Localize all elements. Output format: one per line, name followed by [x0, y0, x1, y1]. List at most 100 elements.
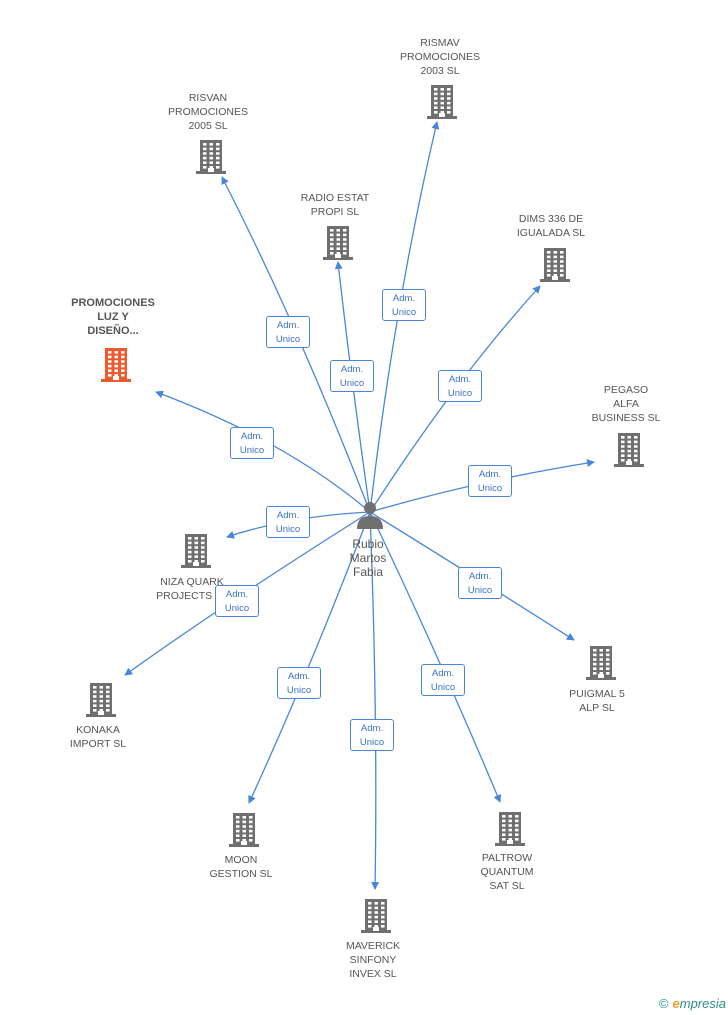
company-label-line: DISEÑO... — [87, 325, 139, 337]
role-badge-paltrow[interactable]: Adm. Unico — [421, 664, 465, 696]
niza-building-icon[interactable] — [181, 534, 211, 568]
company-label-line: IGUALADA SL — [516, 227, 586, 239]
footer-brand: © empresia — [659, 996, 726, 1011]
role-badge-line: Unico — [224, 603, 250, 614]
role-badge-line: Adm. — [287, 671, 311, 682]
company-label-line: DIMS 336 DE — [518, 213, 584, 225]
company-label-line: RISMAV — [420, 37, 460, 49]
company-label-line: 2003 SL — [420, 65, 460, 77]
role-badge-line: Adm. — [392, 293, 416, 304]
role-badge-radio-estat[interactable]: Adm. Unico — [330, 360, 374, 392]
rismav-building-icon[interactable] — [427, 85, 457, 119]
person-name-line: Martos — [349, 551, 387, 565]
role-badge-line: Adm. — [468, 571, 492, 582]
person-icon[interactable] — [357, 502, 383, 529]
company-label-line: RADIO ESTAT — [300, 192, 370, 204]
person-name-line: Fabia — [352, 565, 384, 579]
role-badge-pegaso[interactable]: Adm. Unico — [468, 465, 512, 497]
puigmal-building-icon[interactable] — [586, 646, 616, 680]
role-badge-line: Unico — [391, 307, 417, 318]
company-label-line: LUZ Y — [97, 311, 129, 323]
role-badge-line: Adm. — [225, 589, 249, 600]
company-label-paltrow[interactable]: PALTROW QUANTUM SAT SL — [480, 851, 533, 893]
role-badge-line: Unico — [467, 585, 493, 596]
copyright-symbol: © — [658, 996, 669, 1011]
role-badge-line: Adm. — [478, 469, 502, 480]
role-badge-line: Unico — [275, 524, 301, 535]
edge-paltrow — [369, 511, 501, 803]
role-badge-line: Unico — [447, 388, 473, 399]
company-label-line: PUIGMAL 5 — [569, 688, 625, 700]
brand-name: mpresia — [679, 996, 726, 1011]
role-badge-moon[interactable]: Adm. Unico — [277, 667, 321, 699]
role-badge-puigmal[interactable]: Adm. Unico — [458, 567, 502, 599]
company-label-radio-estat[interactable]: RADIO ESTAT PROPI SL — [301, 191, 369, 219]
company-label-line: ALP SL — [579, 702, 615, 714]
company-label-niza[interactable]: NIZA QUARK PROJECTS SL — [156, 575, 228, 603]
role-badge-rismav[interactable]: Adm. Unico — [382, 289, 426, 321]
paltrow-building-icon[interactable] — [495, 812, 525, 846]
company-label-line: INVEX SL — [349, 968, 397, 980]
role-badge-dims[interactable]: Adm. Unico — [438, 370, 482, 402]
edge-promociones-luz — [155, 390, 371, 513]
company-label-line: MOON — [224, 854, 258, 866]
company-label-maverick[interactable]: MAVERICK SINFONY INVEX SL — [346, 939, 400, 981]
role-badge-konaka[interactable]: Adm. Unico — [215, 585, 259, 617]
role-badge-line: Adm. — [340, 364, 364, 375]
company-label-line: PROMOCIONES — [400, 51, 480, 63]
role-badge-line: Unico — [477, 483, 503, 494]
role-badge-line: Adm. — [448, 374, 472, 385]
company-label-line: MAVERICK — [345, 940, 401, 952]
company-label-line: 2005 SL — [188, 120, 228, 132]
company-label-line: NIZA QUARK — [160, 576, 224, 588]
company-label-line: ALFA — [613, 398, 639, 410]
company-label-line: QUANTUM — [480, 866, 534, 878]
role-badge-line: Adm. — [360, 723, 384, 734]
company-label-dims[interactable]: DIMS 336 DE IGUALADA SL — [517, 212, 585, 240]
brand-initial: e — [672, 996, 680, 1011]
role-badge-maverick[interactable]: Adm. Unico — [350, 719, 394, 751]
role-badge-line: Unico — [430, 682, 456, 693]
company-label-line: RISVAN — [188, 92, 228, 104]
role-badge-line: Unico — [286, 685, 312, 696]
company-label-line: IMPORT SL — [69, 738, 127, 750]
person-name-line: Rubio — [352, 537, 384, 551]
brand-logo[interactable]: empresia — [673, 996, 726, 1011]
company-label-line: PEGASO — [603, 384, 649, 396]
konaka-building-icon[interactable] — [86, 683, 116, 717]
company-label-moon[interactable]: MOON GESTION SL — [209, 853, 272, 881]
role-badge-line: Adm. — [276, 510, 300, 521]
company-label-line: PROJECTS SL — [156, 590, 228, 602]
risvan-building-icon[interactable] — [196, 140, 226, 174]
promociones-luz-building-icon[interactable] — [101, 348, 131, 382]
moon-building-icon[interactable] — [229, 813, 259, 847]
company-label-line: BUSINESS SL — [591, 412, 661, 424]
role-badge-promociones-luz[interactable]: Adm.Unico — [230, 427, 274, 459]
company-label-line: SINFONY — [349, 954, 397, 966]
company-label-line: GESTION SL — [209, 868, 273, 880]
role-badge-line: Unico — [359, 737, 385, 748]
edge-moon — [248, 511, 371, 804]
role-badge-line: Adm. — [431, 668, 455, 679]
company-label-line: PALTROW — [481, 852, 533, 864]
company-label-rismav[interactable]: RISMAV PROMOCIONES 2003 SL — [400, 36, 480, 78]
edge-maverick — [369, 511, 380, 890]
company-label-line: SAT SL — [489, 880, 525, 892]
pegaso-building-icon[interactable] — [614, 433, 644, 467]
maverick-building-icon[interactable] — [361, 899, 391, 933]
company-label-line: PROPI SL — [310, 206, 360, 218]
role-badge-risvan[interactable]: Adm.Unico — [266, 316, 310, 348]
radio-estat-building-icon[interactable] — [323, 226, 353, 260]
role-badge-niza[interactable]: Adm. Unico — [266, 506, 310, 538]
dims-building-icon[interactable] — [540, 248, 570, 282]
company-label-puigmal[interactable]: PUIGMAL 5 ALP SL — [569, 687, 625, 715]
role-badge-line: Unico — [339, 378, 365, 389]
company-label-pegaso[interactable]: PEGASO ALFA BUSINESS SL — [592, 383, 661, 425]
role-badge-line: Unico — [239, 445, 265, 456]
role-badge-line: Unico — [275, 334, 301, 345]
